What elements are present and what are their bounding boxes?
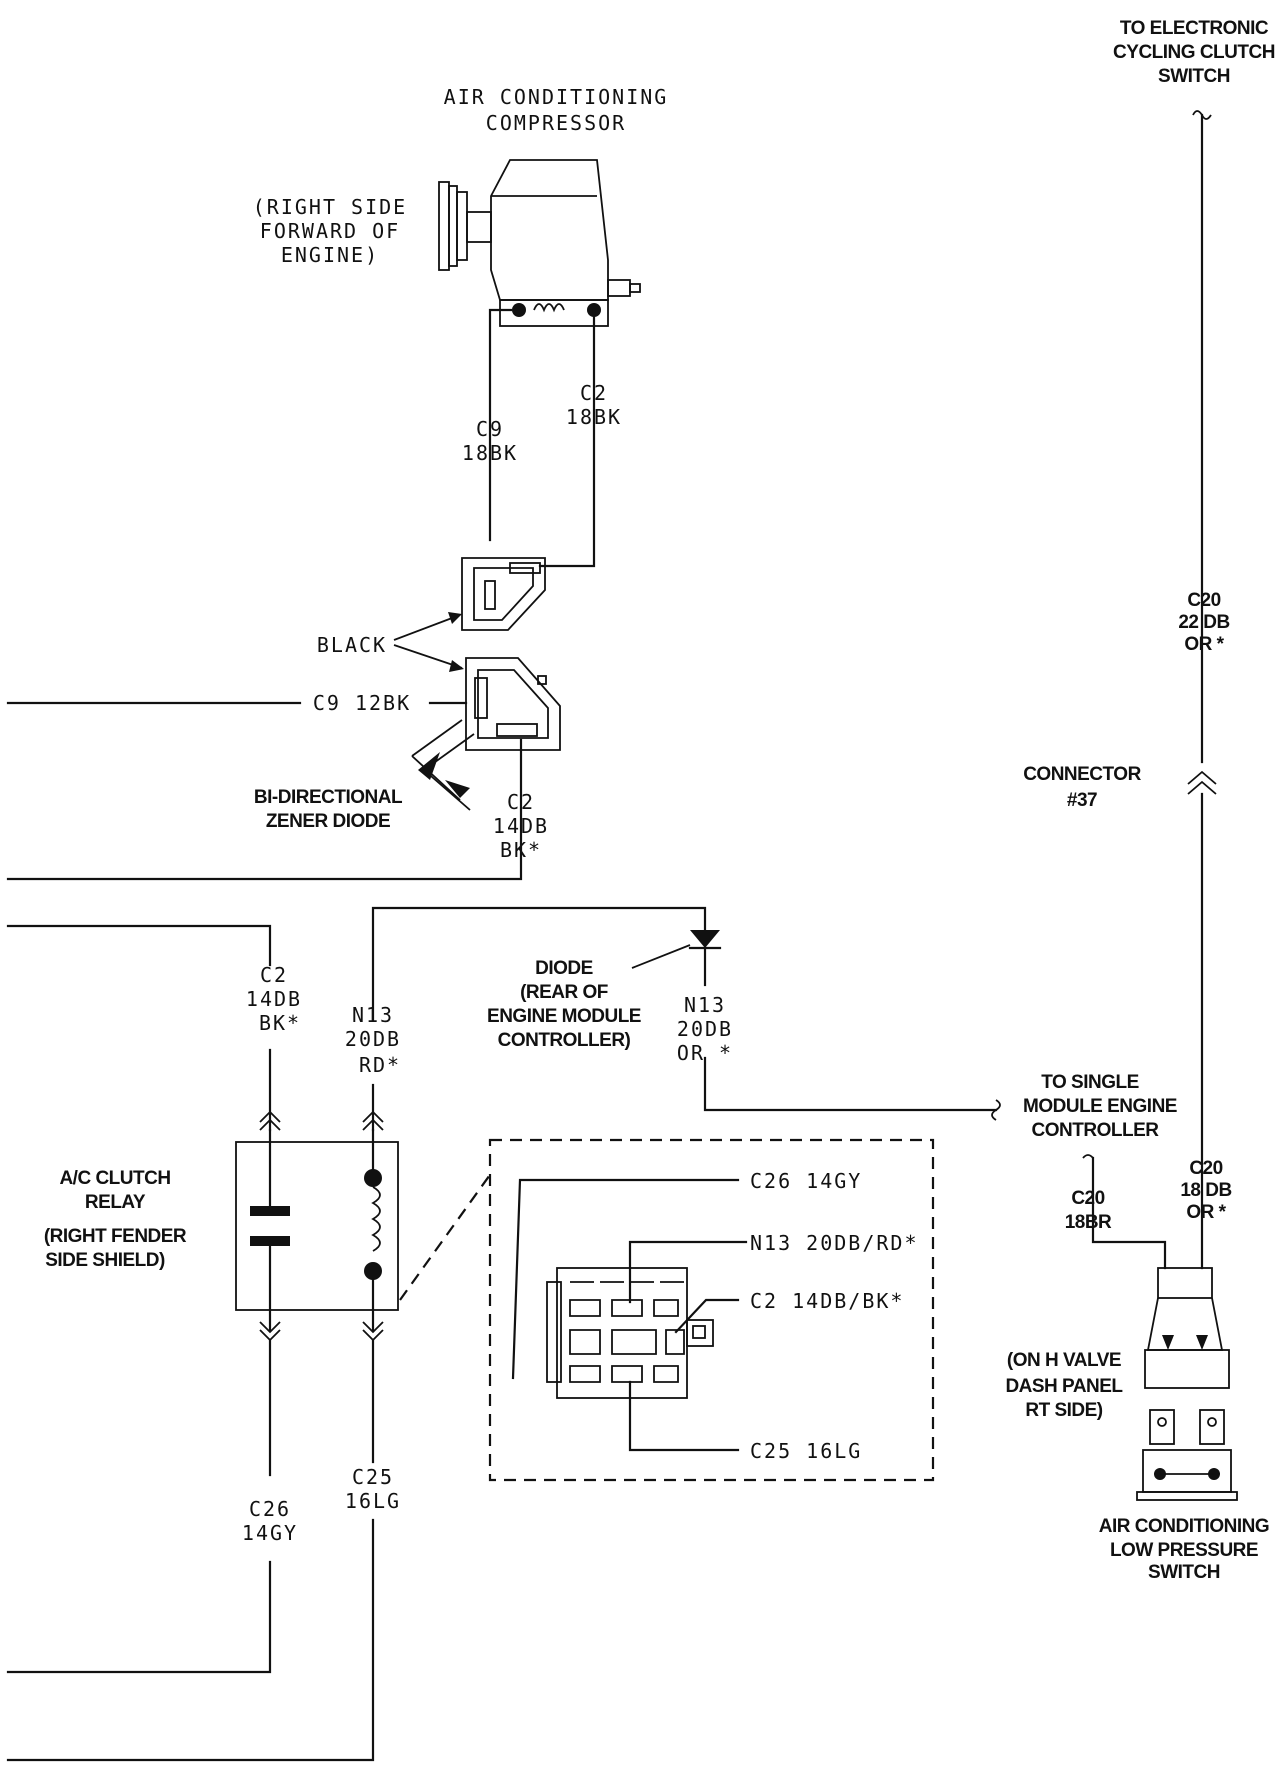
c25-label-2: 16LG: [345, 1489, 401, 1513]
lps-label-1: AIR CONDITIONING: [1099, 1516, 1269, 1537]
c20a-label-2: 22 DB: [1178, 612, 1229, 633]
c26-label-2: 14GY: [242, 1521, 298, 1545]
black-label: BLACK: [317, 633, 387, 657]
c20a-label-1: C20: [1187, 590, 1220, 611]
c25-label-1: C25: [352, 1465, 394, 1489]
c26-label-1: C26: [249, 1497, 291, 1521]
c9-12bk-label: C9 12BK: [313, 691, 411, 715]
c9-label-1: C9: [476, 417, 504, 441]
wire-n13-to-smec: [703, 1056, 998, 1112]
relay-connector-detail: [546, 1267, 714, 1399]
c20b-label-1: C20: [1071, 1188, 1104, 1209]
n13r-label-1: N13: [684, 993, 726, 1017]
n13l-label-3: RD*: [359, 1053, 401, 1077]
c2c-label-2: 14DB: [246, 987, 302, 1011]
ac-clutch-relay: [235, 1141, 399, 1311]
wire-c2-14db-upper: [6, 738, 523, 881]
n13l-label-1: N13: [352, 1003, 394, 1027]
diode-label-2: (REAR OF: [520, 982, 608, 1003]
compressor-loc-3: ENGINE): [281, 243, 379, 267]
diode-leader: [631, 944, 691, 969]
smec-label-3: CONTROLLER: [1032, 1120, 1160, 1141]
inset-c26: [511, 1178, 740, 1380]
c20b-label-2: 18BR: [1065, 1212, 1112, 1233]
relay-label-4: SIDE SHIELD): [45, 1250, 165, 1271]
wire-c26-14gy: [6, 1560, 272, 1674]
connector37-label-1: CONNECTOR: [1023, 764, 1141, 785]
smec-label-2: MODULE ENGINE: [1023, 1096, 1177, 1117]
wire-c20-18br: [1091, 1156, 1167, 1270]
hvalve-label-3: RT SIDE): [1025, 1400, 1102, 1421]
zener-label-2: ZENER DIODE: [266, 811, 390, 832]
c9-label-2: 18BK: [462, 441, 518, 465]
inset-n13: [628, 1240, 748, 1304]
inset-c25: [628, 1380, 740, 1452]
compressor-title-2: COMPRESSOR: [486, 111, 626, 135]
upper-connector: [461, 557, 546, 631]
zener-diode-symbol: [411, 719, 475, 811]
zener-label-1: BI-DIRECTIONAL: [254, 787, 403, 808]
top-right-label-1: TO ELECTRONIC: [1120, 18, 1269, 39]
c2-label-2: 18BK: [566, 405, 622, 429]
inset-c26-label: C26 14GY: [750, 1169, 862, 1193]
wire-c9-18bk: [488, 308, 513, 542]
ac-compressor: [438, 159, 641, 327]
black-arrow-lower: [393, 644, 463, 669]
relay-label-1: A/C CLUTCH: [59, 1168, 170, 1189]
top-right-label-3: SWITCH: [1158, 66, 1230, 87]
low-pressure-switch: [1136, 1409, 1238, 1501]
compressor-title-1: AIR CONDITIONING: [444, 85, 669, 109]
diode-label-3: ENGINE MODULE: [487, 1006, 641, 1027]
black-arrow-upper: [393, 614, 461, 641]
c20c-label-1: C20: [1189, 1158, 1222, 1179]
lps-label-2: LOW PRESSURE: [1110, 1540, 1258, 1561]
n13l-label-2: 20DB: [345, 1027, 401, 1051]
wire-n13-top: [371, 906, 707, 1022]
c2c-label-3: BK*: [259, 1011, 301, 1035]
c2b-label-1: C2: [507, 790, 535, 814]
wire-c2-14db-lower: [6, 924, 272, 967]
wire-c2-18bk: [538, 308, 596, 568]
inset-c2-label: C2 14DB/BK*: [750, 1289, 904, 1313]
c20c-label-3: OR *: [1186, 1202, 1226, 1223]
relay-label-2: RELAY: [85, 1192, 146, 1213]
c2b-label-2: 14DB: [493, 814, 549, 838]
hvalve-label-2: DASH PANEL: [1005, 1376, 1123, 1397]
compressor-loc-1: (RIGHT SIDE: [253, 195, 407, 219]
wire-c25-16lg: [6, 1518, 375, 1762]
hvalve-label-1: (ON H VALVE: [1007, 1350, 1121, 1371]
n13r-label-3: OR *: [677, 1041, 733, 1065]
lower-connector: [465, 657, 561, 751]
c2-label-1: C2: [580, 381, 608, 405]
c20a-label-3: OR *: [1184, 634, 1224, 655]
c2c-label-1: C2: [260, 963, 288, 987]
c20c-label-2: 18 DB: [1180, 1180, 1231, 1201]
inset-n13-label: N13 20DB/RD*: [750, 1231, 919, 1255]
relay-inset-box: [488, 1138, 935, 1482]
top-right-label-2: CYCLING CLUTCH: [1113, 42, 1275, 63]
diode-label-4: CONTROLLER): [498, 1030, 631, 1051]
inset-c2: [674, 1298, 740, 1334]
compressor-loc-2: FORWARD OF: [260, 219, 400, 243]
lps-label-3: SWITCH: [1148, 1562, 1220, 1583]
h-valve-connector: [1157, 1267, 1213, 1299]
diode-symbol: [690, 930, 720, 948]
smec-label-1: TO SINGLE: [1041, 1072, 1139, 1093]
c2b-label-3: BK*: [500, 838, 542, 862]
n13r-label-2: 20DB: [677, 1017, 733, 1041]
diode-label-1: DIODE: [535, 958, 593, 979]
connector37-label-2: #37: [1067, 790, 1097, 811]
relay-label-3: (RIGHT FENDER: [44, 1226, 187, 1247]
inset-c25-label: C25 16LG: [750, 1439, 862, 1463]
